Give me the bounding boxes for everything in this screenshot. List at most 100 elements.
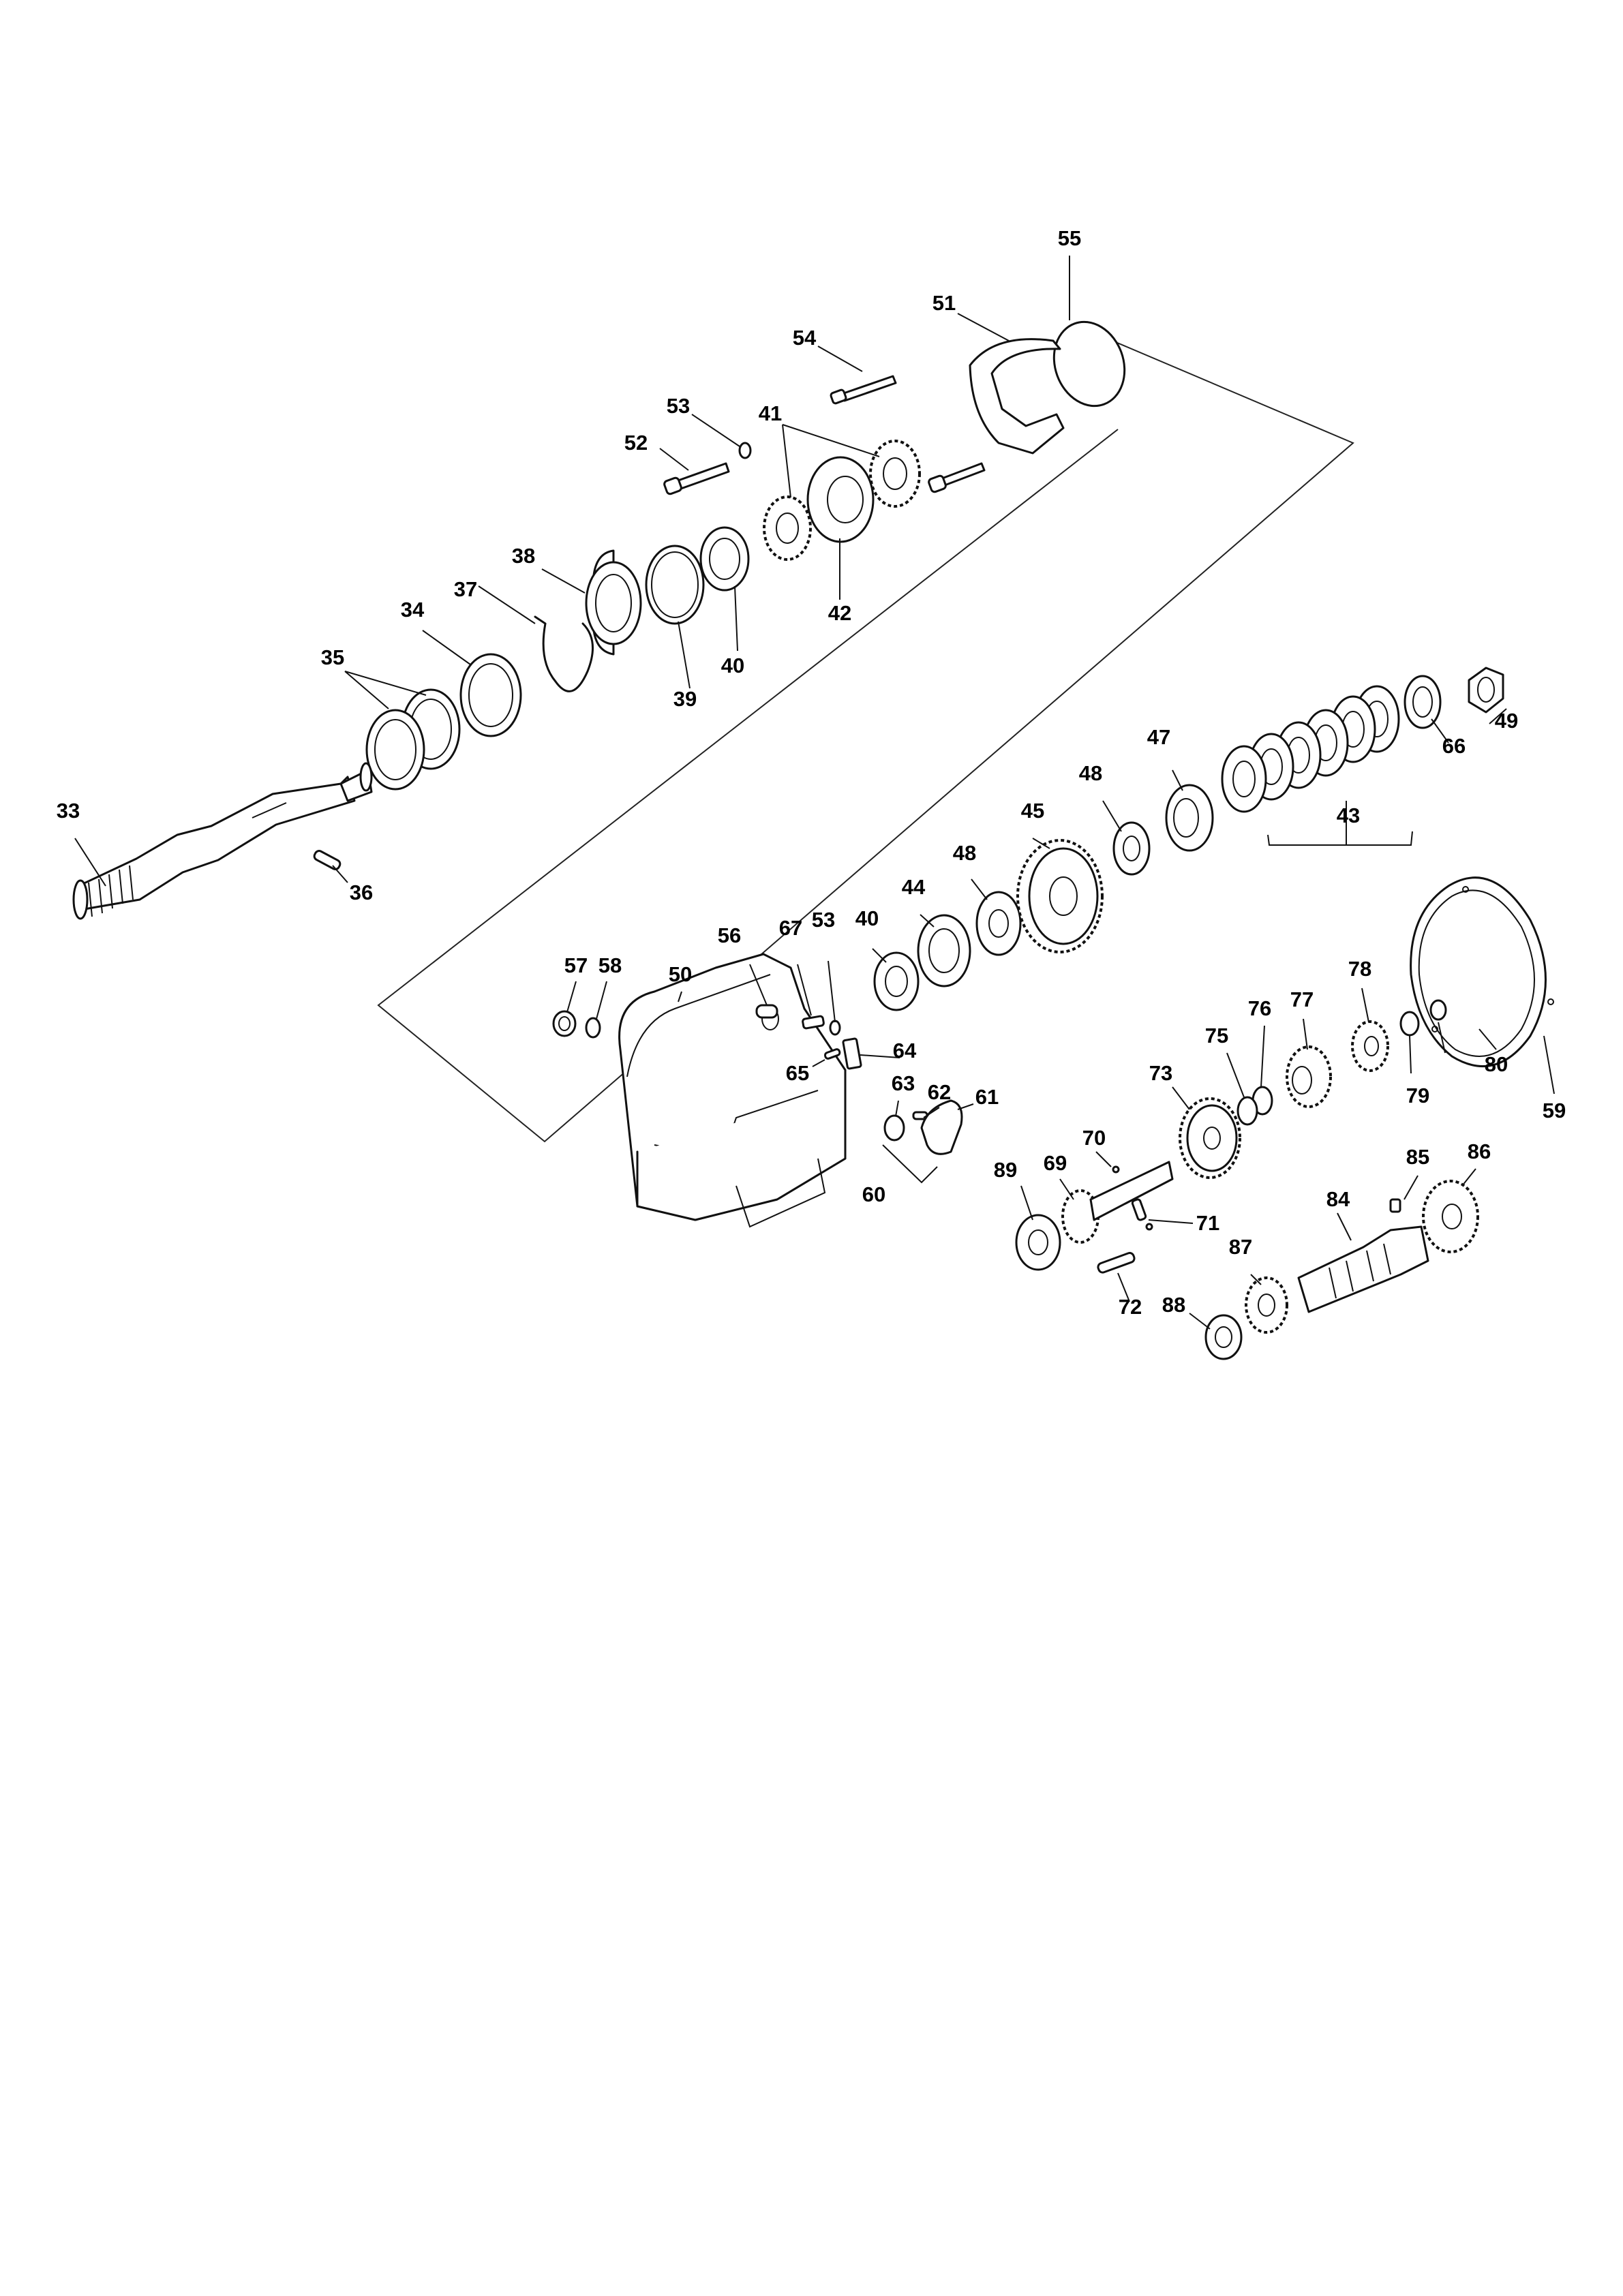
gasket-59 (1410, 876, 1554, 1067)
label-37: 37 (454, 577, 477, 601)
pin-71 (1131, 1198, 1147, 1221)
label-40-b: 40 (855, 906, 879, 930)
plate-64 (842, 1037, 862, 1070)
gear-87 (1245, 1276, 1288, 1334)
label-80: 80 (1485, 1052, 1508, 1076)
splined-shaft-84 (1297, 1225, 1429, 1313)
label-48-b: 48 (953, 841, 976, 865)
ball-70 (1112, 1165, 1120, 1174)
label-76: 76 (1248, 996, 1271, 1020)
bearing-44 (917, 914, 971, 988)
label-89: 89 (994, 1158, 1017, 1182)
gear-45 (1016, 839, 1104, 953)
label-71: 71 (1196, 1211, 1219, 1235)
label-78: 78 (1348, 957, 1371, 981)
label-53: 53 (667, 394, 690, 418)
gear-housing-50 (618, 953, 847, 1228)
leader-lines (74, 256, 1555, 1330)
washer-53-lower (829, 1020, 841, 1036)
key-36 (313, 850, 342, 870)
ring-35-b (365, 709, 425, 791)
gear-73 (1179, 1097, 1241, 1179)
label-38: 38 (512, 544, 535, 568)
clutch-gear-77 (1286, 1045, 1332, 1108)
label-33: 33 (57, 799, 80, 823)
screw-67 (802, 1015, 825, 1030)
cover-51 (969, 338, 1065, 455)
label-86: 86 (1468, 1139, 1491, 1163)
circlip-80 (1429, 999, 1447, 1021)
label-45: 45 (1021, 799, 1044, 823)
bearing-89 (1015, 1214, 1061, 1271)
label-35: 35 (321, 645, 344, 669)
ring-39 (645, 545, 705, 625)
label-59: 59 (1543, 1099, 1566, 1122)
label-66: 66 (1442, 734, 1466, 758)
label-61: 61 (975, 1085, 999, 1109)
gear-86 (1422, 1180, 1479, 1253)
gear-78 (1351, 1020, 1389, 1072)
pin-56 (755, 1004, 778, 1019)
label-58: 58 (598, 953, 622, 977)
needle-bearing-38 (585, 549, 642, 656)
pin-65 (823, 1048, 841, 1060)
label-47: 47 (1147, 725, 1170, 749)
o-ring-55 (1052, 320, 1126, 408)
plug-57 (552, 1010, 577, 1037)
label-50: 50 (669, 962, 692, 986)
label-60: 60 (862, 1182, 885, 1206)
label-53-b: 53 (812, 908, 835, 932)
washer-40-lower (873, 951, 920, 1011)
label-41: 41 (759, 401, 782, 425)
key-85 (1389, 1198, 1401, 1213)
washer-53 (738, 442, 752, 459)
screw-52 (663, 462, 730, 495)
label-43: 43 (1337, 803, 1360, 827)
label-40: 40 (721, 654, 744, 677)
o-ring-63 (883, 1114, 905, 1142)
label-36: 36 (350, 881, 373, 904)
ring-75 (1237, 1096, 1258, 1126)
key-72 (1097, 1252, 1136, 1274)
label-65: 65 (786, 1061, 809, 1085)
seal-58 (585, 1017, 601, 1039)
label-69: 69 (1044, 1151, 1067, 1175)
washer-48-b (975, 891, 1022, 956)
label-42: 42 (828, 601, 851, 625)
disc-spring-stack-43 (1221, 685, 1400, 813)
washer-48-a (1112, 821, 1151, 876)
lock-washer-41-a (763, 495, 812, 561)
label-39: 39 (673, 687, 697, 711)
bearing-42 (806, 456, 875, 543)
label-79: 79 (1406, 1084, 1429, 1107)
label-70: 70 (1082, 1126, 1106, 1150)
washer-79 (1399, 1011, 1420, 1037)
label-77: 77 (1290, 988, 1314, 1011)
label-48: 48 (1079, 761, 1102, 785)
washer-66 (1404, 675, 1442, 729)
label-52: 52 (624, 431, 648, 455)
label-51: 51 (932, 291, 956, 315)
label-34: 34 (401, 598, 425, 622)
label-49: 49 (1495, 709, 1518, 733)
circlip-37 (534, 615, 594, 692)
spindle-shaft-33 (72, 762, 373, 920)
label-63: 63 (892, 1071, 915, 1095)
label-75: 75 (1205, 1024, 1228, 1047)
screw-54 (830, 375, 897, 405)
nut-49 (1468, 667, 1504, 714)
pinion-shaft-69 (1061, 1161, 1174, 1244)
ring-34 (459, 653, 522, 737)
label-64: 64 (893, 1039, 917, 1062)
label-72: 72 (1119, 1295, 1142, 1319)
label-54: 54 (793, 326, 817, 350)
screw-52-b (928, 462, 986, 493)
label-62: 62 (928, 1080, 951, 1104)
sleeve-47 (1165, 784, 1214, 852)
washer-40-top (699, 526, 750, 592)
label-85: 85 (1406, 1145, 1429, 1169)
label-88: 88 (1162, 1293, 1185, 1317)
label-56: 56 (718, 923, 741, 947)
lock-washer-41-b (869, 440, 921, 508)
